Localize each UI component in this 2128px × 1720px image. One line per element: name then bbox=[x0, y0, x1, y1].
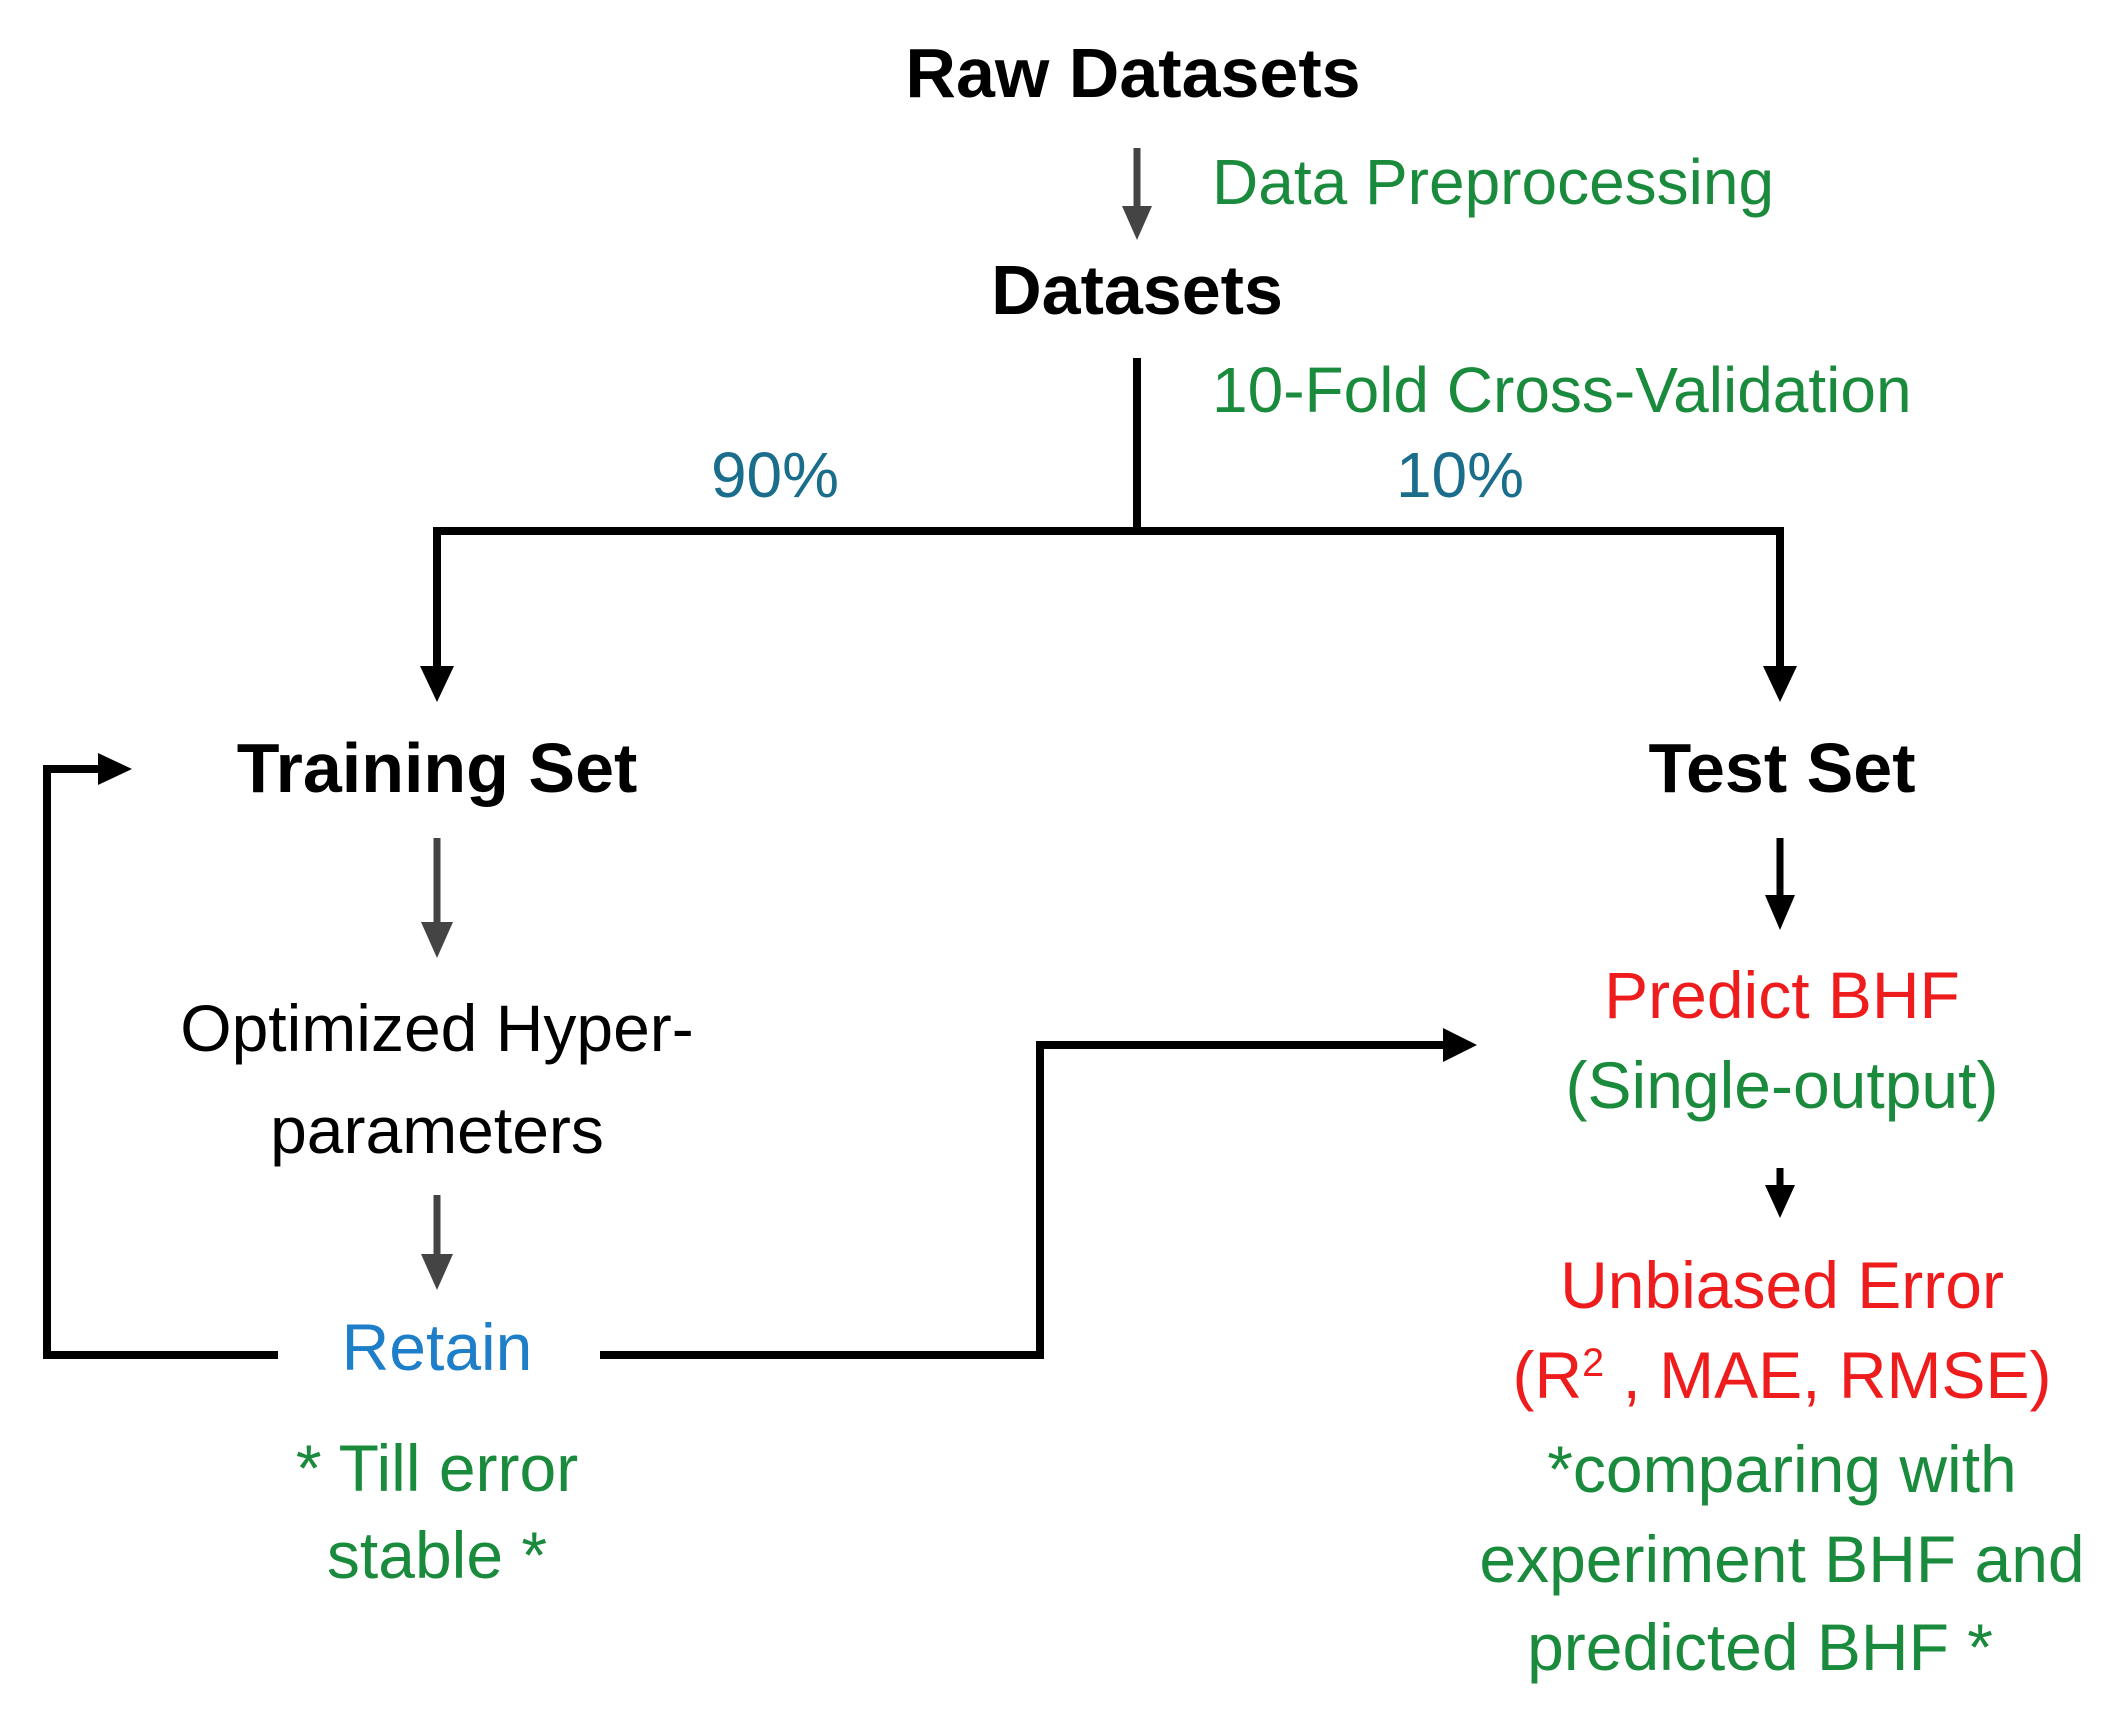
node-optimized-line2: parameters bbox=[270, 1093, 604, 1167]
arrow-training-to-optimized bbox=[421, 838, 453, 958]
label-train-percent: 90% bbox=[710, 439, 840, 511]
node-training-set: Training Set bbox=[236, 729, 638, 807]
node-test-set: Test Set bbox=[1648, 729, 1916, 807]
node-unbiased-error: Unbiased Error bbox=[1560, 1248, 2004, 1322]
note-compare-line3: predicted BHF * bbox=[1527, 1610, 1993, 1684]
arrow-predict-to-unbiased bbox=[1765, 1168, 1795, 1218]
arrow-test-to-predict bbox=[1765, 838, 1795, 930]
node-optimized-line1: Optimized Hyper- bbox=[180, 991, 694, 1065]
node-unbiased-metrics: (R2 , MAE, RMSE) bbox=[1512, 1342, 2051, 1408]
metrics-prefix: (R bbox=[1512, 1338, 1583, 1412]
metrics-superscript: 2 bbox=[1582, 1341, 1605, 1386]
arrow-retain-to-predict bbox=[600, 1028, 1477, 1359]
label-cross-validation: 10-Fold Cross-Validation bbox=[1212, 354, 1912, 426]
note-compare-line1: *comparing with bbox=[1547, 1432, 2017, 1506]
split-connector bbox=[420, 358, 1797, 702]
node-predict-bhf: Predict BHF bbox=[1604, 958, 1960, 1032]
note-till-line1: * Till error bbox=[295, 1431, 579, 1505]
note-compare-line2: experiment BHF and bbox=[1479, 1522, 2085, 1596]
label-test-percent: 10% bbox=[1395, 439, 1525, 511]
label-data-preprocessing: Data Preprocessing bbox=[1212, 146, 1775, 218]
metrics-suffix: , MAE, RMSE) bbox=[1604, 1338, 2052, 1412]
note-till-line2: stable * bbox=[326, 1518, 548, 1592]
arrow-raw-to-datasets bbox=[1122, 148, 1152, 240]
node-retain: Retain bbox=[341, 1310, 533, 1384]
arrow-optimized-to-retain bbox=[421, 1195, 453, 1290]
node-raw-datasets: Raw Datasets bbox=[905, 34, 1361, 112]
node-predict-subtitle: (Single-output) bbox=[1565, 1048, 1999, 1122]
loop-retain-to-training bbox=[43, 753, 278, 1359]
node-datasets: Datasets bbox=[991, 251, 1283, 329]
